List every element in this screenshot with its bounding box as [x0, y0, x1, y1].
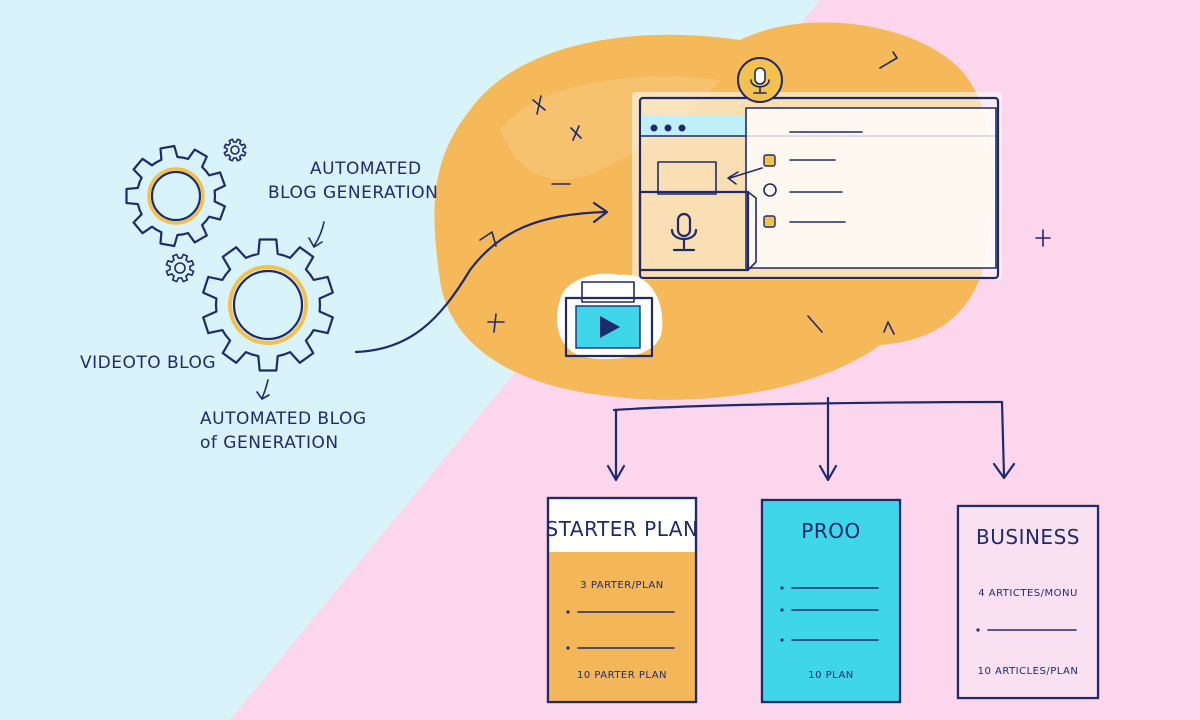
gear-icon-medium [125, 144, 226, 248]
video-camera-icon [557, 273, 663, 360]
flow-arrow [354, 210, 607, 354]
microphone-panel [638, 161, 763, 272]
plan-card-3: BUSINESS 4 ARTICTES/MONU 10 ARTICLES/PLAN [956, 504, 1100, 700]
gear-icon-large [202, 238, 334, 372]
top-label-arrow [308, 221, 325, 248]
plan-title: BUSINESS [976, 525, 1080, 549]
flow-arrow-head-small [479, 231, 497, 247]
plan-card-2: PROO 10 PLAN [760, 498, 902, 704]
bottom-label-line2: of GENERATION [200, 433, 339, 453]
browser-window-icon [632, 92, 1002, 280]
bullet-dot [780, 586, 784, 590]
top-label-line2: BLOG GENERATION [268, 183, 438, 203]
bottom-label-line1: AUTOMATED BLOG [200, 409, 367, 429]
plan-cards: STARTER PLAN 3 PARTER/PLAN 10 PARTER PLAN P… [546, 496, 1100, 704]
plan-footer: 10 ARTICLES/PLAN [978, 666, 1079, 677]
top-label-line1: AUTOMATED [310, 159, 422, 179]
gear-icon-small-top [223, 138, 247, 162]
bullet-dot [780, 608, 784, 612]
gear-icon-small-left [165, 253, 195, 283]
bullet-dot [780, 638, 784, 642]
plan-title: PROO [801, 519, 860, 543]
bullet-dot [976, 628, 980, 632]
sparkle-marks [487, 51, 1051, 335]
left-label: VIDEOTO BLOG [80, 353, 216, 373]
plan-footer: 10 PLAN [808, 670, 854, 681]
bottom-label-arrow [256, 379, 270, 400]
microphone-icon [670, 212, 698, 252]
bullet-dot [566, 646, 570, 650]
microphone-icon-bubble [737, 57, 783, 103]
plan-line1: 3 PARTER/PLAN [580, 580, 663, 591]
plan-footer: 10 PARTER PLAN [577, 670, 667, 681]
tree-connector [606, 396, 1016, 482]
plan-card-1: STARTER PLAN 3 PARTER/PLAN 10 PARTER PLAN [546, 496, 699, 704]
plan-line1: 4 ARTICTES/MONU [978, 588, 1078, 599]
play-icon [600, 316, 620, 338]
checklist [763, 154, 846, 228]
flow-arrow-head [592, 201, 609, 224]
plan-title: STARTER PLAN [546, 517, 699, 541]
bullet-dot [566, 610, 570, 614]
